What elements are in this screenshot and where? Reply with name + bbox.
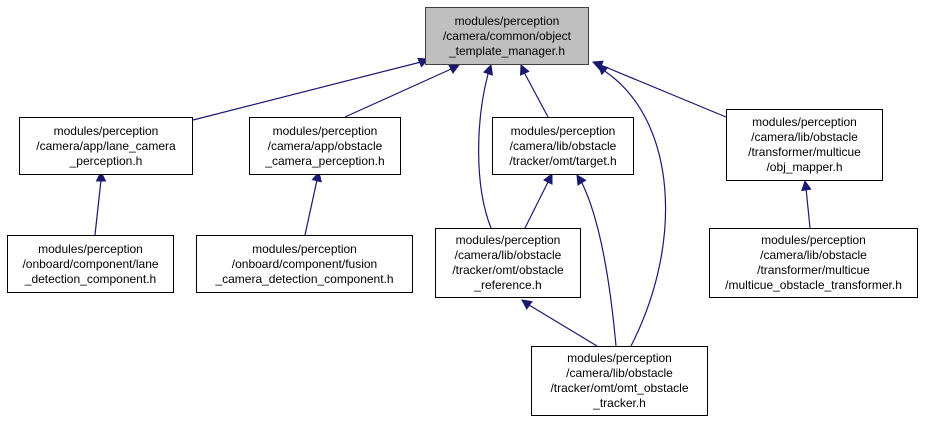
edge-fusion_camera-to-obstacle_camera — [304, 170, 322, 236]
edge-line — [192, 61, 422, 121]
node-target[interactable]: modules/perception /camera/lib/obstacle … — [492, 117, 634, 175]
node-label: modules/perception /camera/app/lane_came… — [36, 123, 176, 168]
node-lane-camera-perception[interactable]: modules/perception /camera/app/lane_came… — [19, 117, 193, 175]
node-lane-detection-component[interactable]: modules/perception /onboard/component/la… — [7, 235, 174, 293]
edge-obstacle_camera-to-root — [344, 64, 461, 118]
node-label: modules/perception /onboard/component/la… — [22, 241, 159, 286]
arrowhead-icon — [543, 173, 553, 185]
node-obj-mapper[interactable]: modules/perception /camera/lib/obstacle … — [726, 109, 883, 181]
arrowhead-icon — [597, 64, 609, 76]
edge-line — [581, 182, 617, 347]
node-label: modules/perception /camera/lib/obstacle … — [509, 123, 617, 168]
edge-line — [528, 304, 598, 347]
node-obstacle-reference[interactable]: modules/perception /camera/lib/obstacle … — [435, 228, 581, 298]
node-label: modules/perception /camera/lib/obstacle … — [550, 351, 689, 410]
edge-omt_tracker-to-root — [597, 64, 667, 347]
edge-obstacle_reference-to-target — [524, 173, 553, 229]
edge-line — [524, 73, 549, 118]
arrowhead-icon — [520, 63, 530, 76]
node-multicue-obstacle-transformer[interactable]: modules/perception /camera/lib/obstacle … — [709, 228, 918, 298]
edge-line — [478, 73, 492, 229]
edge-line — [94, 179, 102, 236]
edge-line — [805, 187, 811, 229]
edge-lane_camera-to-root — [192, 57, 430, 121]
edge-lane_detection-to-lane_camera — [94, 170, 107, 236]
node-object-template-manager[interactable]: modules/perception /camera/common/object… — [425, 7, 589, 65]
edge-line — [304, 179, 318, 236]
node-fusion-camera-detection-component[interactable]: modules/perception /onboard/component/fu… — [196, 235, 413, 293]
edge-line — [605, 71, 667, 347]
node-label: modules/perception /camera/lib/obstacle … — [452, 233, 564, 292]
edge-multicue_transformer-to-obj_mapper — [801, 179, 812, 229]
node-label: modules/perception /camera/app/obstacle … — [265, 123, 385, 168]
node-obstacle-camera-perception[interactable]: modules/perception /camera/app/obstacle … — [249, 117, 401, 175]
edge-omt_tracker-to-obstacle_reference — [521, 299, 598, 347]
node-label: modules/perception /onboard/component/fu… — [215, 241, 394, 286]
edge-obj_mapper-to-root — [591, 60, 727, 118]
arrowhead-icon — [521, 299, 533, 310]
arrowhead-icon — [482, 63, 494, 76]
node-label: modules/perception /camera/lib/obstacle … — [725, 233, 902, 292]
edge-target-to-root — [520, 63, 549, 118]
node-label: modules/perception /camera/common/object… — [442, 13, 572, 58]
arrowhead-icon — [801, 179, 812, 192]
arrowhead-icon — [576, 174, 587, 186]
edge-omt_tracker-to-target — [576, 174, 617, 347]
edge-line — [602, 65, 727, 118]
node-omt-obstacle-tracker[interactable]: modules/perception /camera/lib/obstacle … — [531, 346, 708, 416]
edge-obstacle_reference-to-root — [478, 63, 494, 229]
node-label: modules/perception /camera/lib/obstacle … — [748, 115, 861, 174]
arrowhead-icon — [95, 170, 107, 182]
arrowhead-icon — [448, 64, 461, 74]
edge-line — [344, 69, 450, 118]
edge-line — [524, 181, 549, 229]
